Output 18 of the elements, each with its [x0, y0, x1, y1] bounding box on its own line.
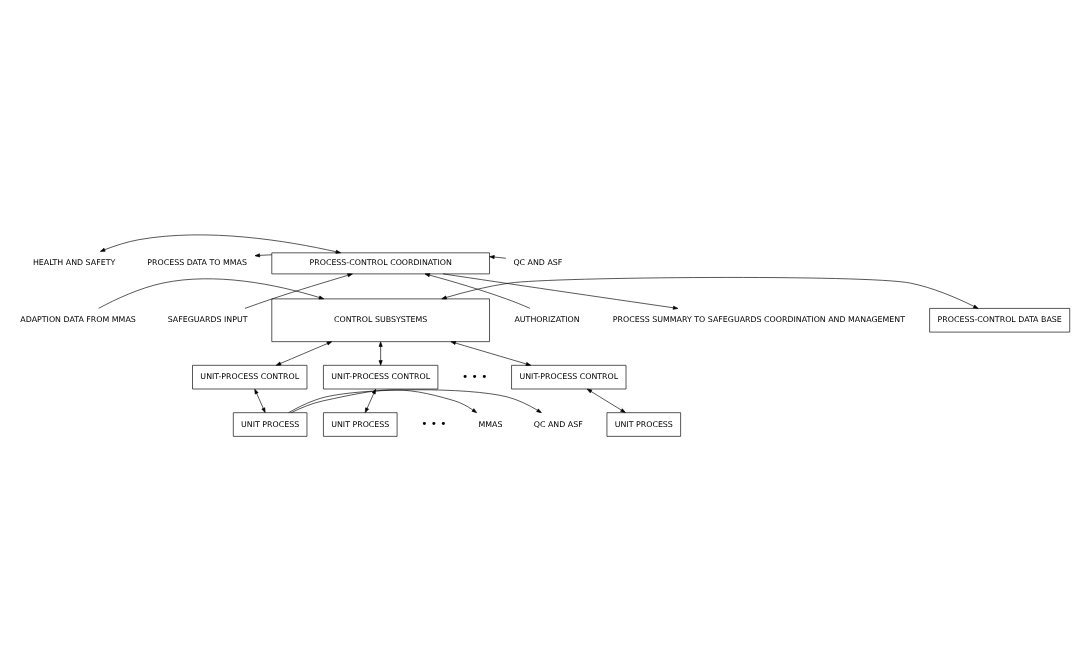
- arrow: [450, 340, 532, 366]
- arrow: [441, 276, 979, 309]
- arrow: [364, 388, 376, 413]
- label: • • •: [462, 369, 488, 382]
- arrow: [489, 254, 507, 259]
- arrow: [100, 234, 341, 254]
- arrow: [586, 388, 626, 413]
- arrow: [442, 273, 679, 310]
- arrow: [244, 272, 353, 309]
- arrow: [254, 388, 266, 413]
- arrow: [378, 341, 383, 365]
- arrow: [275, 340, 333, 366]
- arrow: [254, 252, 273, 257]
- label: • • •: [421, 416, 447, 429]
- arrow: [288, 388, 542, 413]
- arrow: [291, 389, 477, 413]
- arrow: [424, 272, 531, 309]
- arrow: [98, 278, 325, 309]
